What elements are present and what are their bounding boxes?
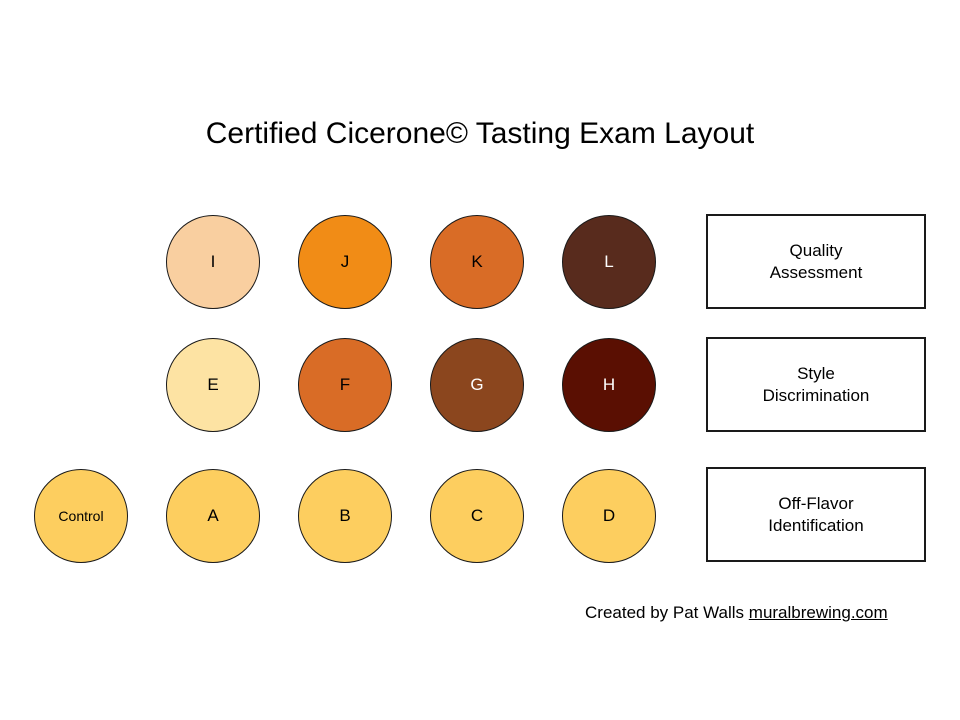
style-discrimination-box: Style Discrimination bbox=[706, 337, 926, 432]
cup-j: J bbox=[298, 215, 392, 309]
credit-link[interactable]: muralbrewing.com bbox=[748, 603, 888, 622]
cup-label: G bbox=[470, 375, 484, 394]
cup-label: A bbox=[207, 506, 219, 525]
cup-l: L bbox=[562, 215, 656, 309]
cup-h: H bbox=[562, 338, 656, 432]
cup-c: C bbox=[430, 469, 524, 563]
cup-b: B bbox=[298, 469, 392, 563]
cup-i: I bbox=[166, 215, 260, 309]
box-line-1: Off-Flavor bbox=[778, 493, 854, 513]
off-flavor-identification-box: Off-Flavor Identification bbox=[706, 467, 926, 562]
cup-d: D bbox=[562, 469, 656, 563]
quality-assessment-box: Quality Assessment bbox=[706, 214, 926, 309]
cup-a: A bbox=[166, 469, 260, 563]
box-line-2: Identification bbox=[768, 515, 864, 535]
box-line-1: Quality bbox=[789, 240, 843, 260]
credit-line: Created by Pat Walls muralbrewing.com bbox=[585, 602, 888, 624]
cup-g: G bbox=[430, 338, 524, 432]
cup-label: C bbox=[470, 506, 484, 525]
cup-label: F bbox=[339, 375, 351, 394]
cup-label: K bbox=[471, 252, 483, 271]
cup-label: B bbox=[339, 506, 351, 525]
cup-label: H bbox=[602, 375, 616, 394]
cup-label: Control bbox=[58, 508, 104, 524]
cup-f: F bbox=[298, 338, 392, 432]
cup-label: J bbox=[340, 252, 350, 271]
cup-label: E bbox=[207, 375, 219, 394]
cup-label: I bbox=[210, 252, 216, 271]
cup-e: E bbox=[166, 338, 260, 432]
cup-label: L bbox=[604, 252, 614, 271]
box-line-2: Assessment bbox=[769, 262, 863, 282]
credit-text: Created by Pat Walls bbox=[585, 603, 749, 622]
box-line-1: Style bbox=[797, 363, 835, 383]
cup-label: D bbox=[602, 506, 616, 525]
cup-control: Control bbox=[34, 469, 128, 563]
box-line-2: Discrimination bbox=[762, 385, 870, 405]
diagram-title: Certified Cicerone© Tasting Exam Layout bbox=[205, 117, 755, 150]
cup-k: K bbox=[430, 215, 524, 309]
